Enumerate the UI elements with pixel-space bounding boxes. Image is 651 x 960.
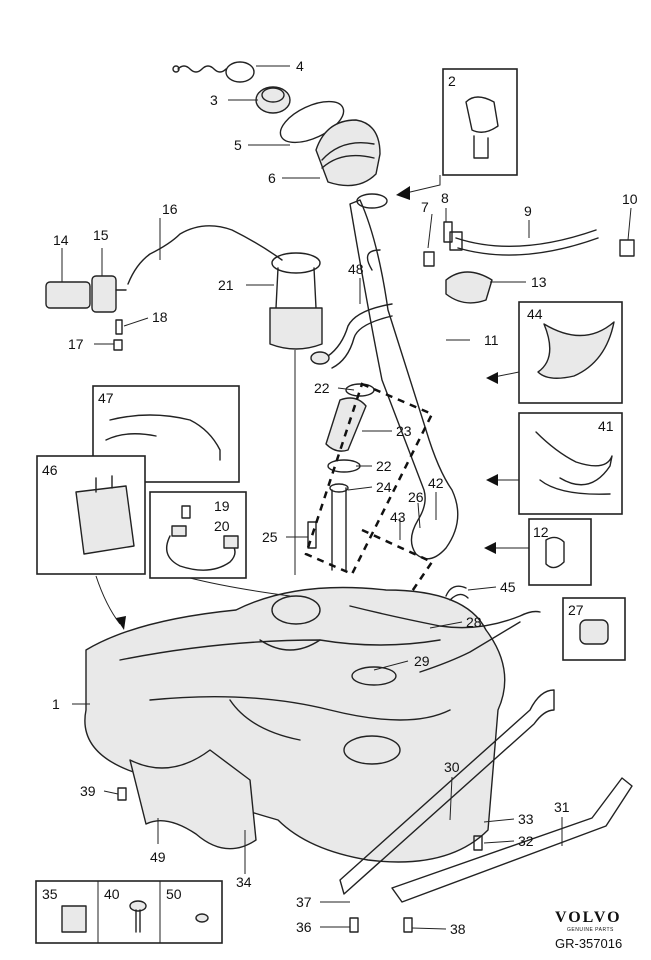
callout-20: 20 bbox=[214, 518, 230, 534]
fuel-pump bbox=[269, 252, 323, 575]
brand-subtitle: GENUINE PARTS bbox=[567, 927, 614, 933]
callout-16: 16 bbox=[162, 201, 178, 217]
callout-31: 31 bbox=[554, 799, 570, 815]
callout-22-upper: 22 bbox=[314, 380, 330, 396]
filler-neck bbox=[349, 193, 459, 560]
fuel-cap-assembly bbox=[172, 61, 381, 187]
callout-30: 30 bbox=[444, 759, 460, 775]
strap-9 bbox=[449, 229, 599, 256]
callout-25: 25 bbox=[262, 529, 278, 545]
callout-42: 42 bbox=[428, 475, 444, 491]
callout-19: 19 bbox=[214, 498, 230, 514]
callout-43: 43 bbox=[390, 509, 406, 525]
callout-17: 17 bbox=[68, 336, 84, 352]
inset-box-12 bbox=[528, 518, 592, 586]
callout-37: 37 bbox=[296, 894, 312, 910]
callout-labels: 1 2 3 4 5 6 7 8 9 10 11 12 13 14 15 16 1… bbox=[42, 58, 638, 937]
callout-21: 21 bbox=[218, 277, 234, 293]
inset-box-19-20 bbox=[149, 491, 247, 579]
callout-11: 11 bbox=[484, 332, 499, 348]
callout-12: 12 bbox=[533, 524, 549, 540]
fuel-line-29 bbox=[419, 621, 521, 673]
vent-hose-assembly bbox=[307, 383, 375, 571]
callout-40: 40 bbox=[104, 886, 120, 902]
callout-9: 9 bbox=[524, 203, 532, 219]
callout-34: 34 bbox=[236, 874, 252, 890]
inset-box-44 bbox=[518, 301, 623, 404]
inset-box-2 bbox=[442, 68, 518, 176]
reference-number: GR-357016 bbox=[555, 936, 622, 951]
callout-7: 7 bbox=[421, 199, 429, 215]
callout-22-lower: 22 bbox=[376, 458, 392, 474]
callout-28: 28 bbox=[466, 614, 482, 630]
callout-39: 39 bbox=[80, 783, 96, 799]
callout-13: 13 bbox=[531, 274, 547, 290]
fuel-line-28 bbox=[349, 605, 541, 629]
hose-48 bbox=[327, 303, 393, 369]
callout-2: 2 bbox=[448, 73, 456, 89]
callout-29: 29 bbox=[414, 653, 430, 669]
callout-26: 26 bbox=[408, 489, 424, 505]
fuel-filter bbox=[45, 275, 127, 313]
tank-straps bbox=[339, 689, 633, 903]
callout-1: 1 bbox=[52, 696, 60, 712]
callout-48: 48 bbox=[348, 261, 364, 277]
brand-logo: VOLVO bbox=[555, 909, 622, 926]
dashed-outline bbox=[304, 382, 434, 576]
callout-45: 45 bbox=[500, 579, 516, 595]
callout-33: 33 bbox=[518, 811, 534, 827]
callout-15: 15 bbox=[93, 227, 109, 243]
callout-24: 24 bbox=[376, 479, 392, 495]
inset-box-41 bbox=[518, 412, 623, 515]
fastener-box bbox=[35, 880, 223, 944]
callout-27: 27 bbox=[568, 602, 584, 618]
callout-49: 49 bbox=[150, 849, 166, 865]
callout-4: 4 bbox=[296, 58, 304, 74]
callout-36: 36 bbox=[296, 919, 312, 935]
callout-32: 32 bbox=[518, 833, 534, 849]
callout-35: 35 bbox=[42, 886, 58, 902]
callout-46: 46 bbox=[42, 462, 58, 478]
inset-box-27 bbox=[562, 597, 626, 661]
leader-lines bbox=[61, 65, 632, 930]
callout-14: 14 bbox=[53, 232, 69, 248]
brand-block: VOLVO GENUINE PARTS GR-357016 bbox=[555, 909, 622, 951]
callout-10: 10 bbox=[622, 191, 638, 207]
callout-8: 8 bbox=[441, 190, 449, 206]
callout-3: 3 bbox=[210, 92, 218, 108]
callout-6: 6 bbox=[268, 170, 276, 186]
callout-41: 41 bbox=[598, 418, 614, 434]
hose-45 bbox=[445, 585, 469, 601]
callout-18: 18 bbox=[152, 309, 168, 325]
pointer-arrows bbox=[95, 175, 529, 630]
fuel-line-16 bbox=[127, 225, 283, 285]
callout-44: 44 bbox=[527, 306, 543, 322]
callout-47: 47 bbox=[98, 390, 114, 406]
callout-38: 38 bbox=[450, 921, 466, 937]
callout-23: 23 bbox=[396, 423, 412, 439]
callout-5: 5 bbox=[234, 137, 242, 153]
heat-shield bbox=[129, 749, 257, 850]
callout-50: 50 bbox=[166, 886, 182, 902]
inset-box-46 bbox=[36, 455, 146, 575]
